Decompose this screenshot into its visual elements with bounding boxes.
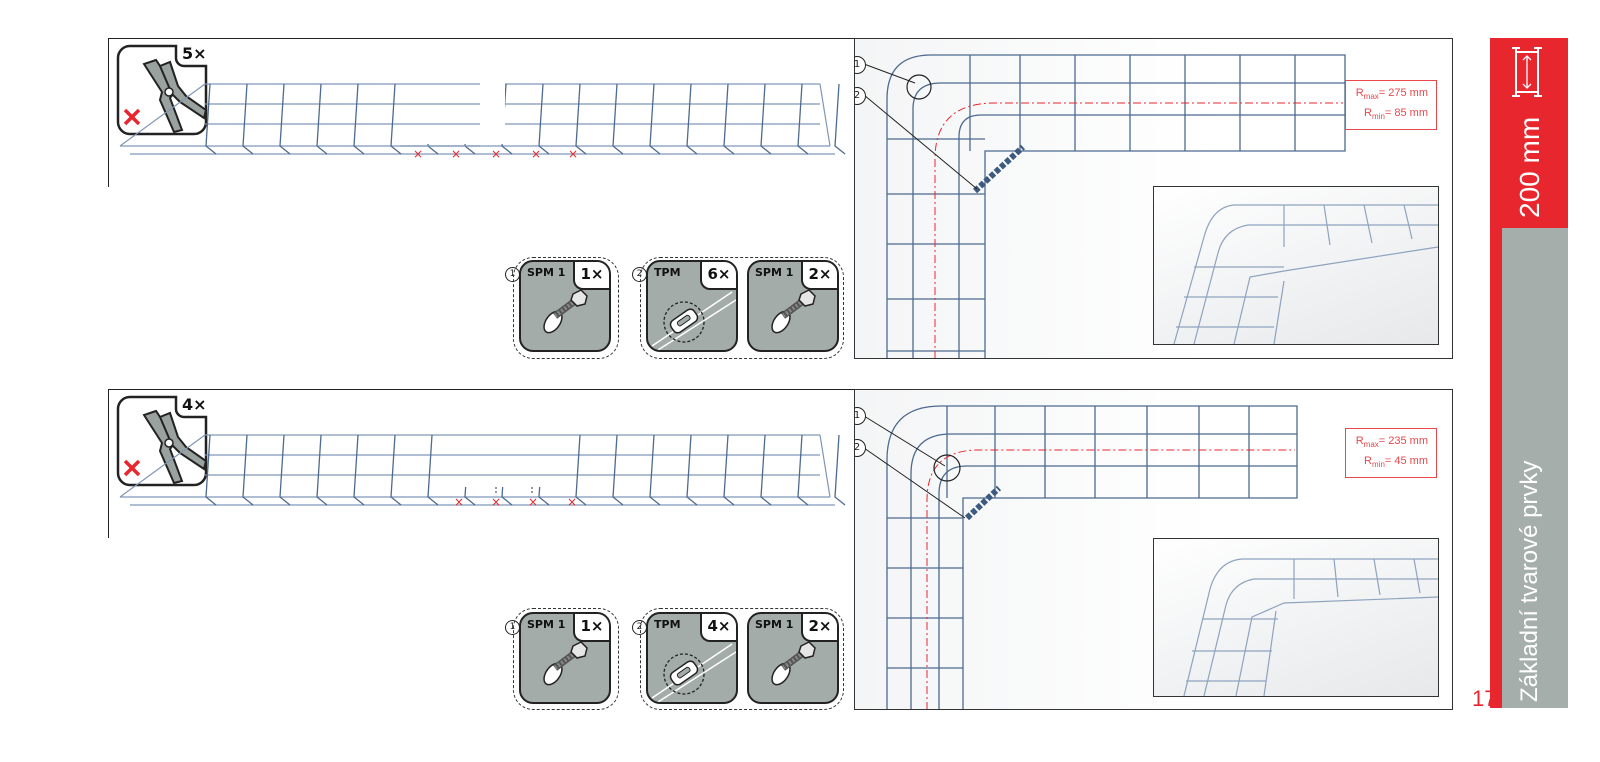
tray-rib bbox=[427, 434, 439, 506]
tray-rib bbox=[686, 434, 698, 506]
section-title: Základní tvarové prvky bbox=[1516, 460, 1543, 702]
tray-rib bbox=[649, 83, 661, 155]
tray-rib bbox=[205, 434, 217, 506]
tray-rib bbox=[686, 83, 698, 155]
tray-rib bbox=[834, 83, 846, 155]
part-name: TPM bbox=[654, 618, 681, 631]
tray-rib bbox=[797, 83, 809, 155]
part-name: SPM 1 bbox=[755, 266, 794, 279]
tray-rib bbox=[723, 434, 735, 506]
part-tpm: TPM 6× bbox=[646, 260, 738, 352]
bend-assembly-drawing bbox=[863, 405, 1298, 709]
tray-rib bbox=[538, 83, 550, 155]
tray-rib bbox=[205, 83, 217, 155]
part-qty: 2× bbox=[801, 614, 837, 642]
tray-rib bbox=[575, 83, 587, 155]
part-spm1: SPM 1 1× bbox=[519, 260, 611, 352]
part-qty: 6× bbox=[700, 262, 736, 290]
cut-tool-badge bbox=[116, 395, 208, 487]
svg-text:×: × bbox=[413, 147, 423, 161]
bolt-nut-icon bbox=[543, 289, 588, 334]
cut-tool-badge bbox=[116, 44, 208, 136]
part-name: TPM bbox=[654, 266, 681, 279]
part-group-2 bbox=[640, 608, 844, 710]
part-spm1: SPM 1 1× bbox=[519, 612, 611, 704]
cut-count: 4× bbox=[182, 395, 207, 414]
radius-spec: Rmax= 235 mm Rmin= 45 mm bbox=[1345, 428, 1437, 479]
svg-text:×: × bbox=[528, 495, 538, 509]
connector-plate-icon bbox=[651, 643, 736, 702]
tray-rib bbox=[649, 434, 661, 506]
part-qty: 1× bbox=[573, 614, 609, 642]
tray-rib bbox=[797, 434, 809, 506]
bend-view-panel: 1 2 Rmax= 275 mm Rmin= 85 mm bbox=[854, 38, 1453, 359]
perspective-inset bbox=[1153, 186, 1439, 345]
section-2-frame bbox=[108, 389, 854, 538]
tray-rib bbox=[834, 434, 846, 506]
part-qty: 2× bbox=[801, 262, 837, 290]
wire-tray-cut-plan: × × × × bbox=[119, 429, 846, 509]
bolt-nut-icon bbox=[771, 289, 816, 334]
size-label: 200 mm bbox=[1514, 116, 1545, 218]
bolt-nut-icon bbox=[543, 641, 588, 686]
rmax-value: = 275 mm bbox=[1378, 87, 1428, 99]
part-name: SPM 1 bbox=[527, 618, 566, 631]
part-spm1: SPM 1 2× bbox=[747, 612, 839, 704]
accent-strip bbox=[1490, 228, 1502, 708]
bolt-cutter-icon bbox=[116, 44, 208, 136]
tray-rib bbox=[353, 434, 365, 506]
svg-text:×: × bbox=[531, 147, 541, 161]
part-group-1 bbox=[513, 257, 619, 359]
tray-rib bbox=[723, 83, 735, 155]
section-tab: Základní tvarové prvky bbox=[1502, 228, 1568, 708]
svg-text:×: × bbox=[567, 495, 577, 509]
part-tpm: TPM 4× bbox=[646, 612, 738, 704]
wire-tray-cut-plan: × × × × × bbox=[119, 80, 846, 161]
tray-perspective-drawing bbox=[1173, 204, 1438, 344]
tray-rib bbox=[316, 434, 328, 506]
part-name: SPM 1 bbox=[755, 618, 794, 631]
part-qty: 1× bbox=[573, 262, 609, 290]
tray-rib bbox=[279, 434, 291, 506]
radius-spec: Rmax= 275 mm Rmin= 85 mm bbox=[1345, 80, 1437, 131]
part-qty: 4× bbox=[700, 614, 736, 642]
bolt-nut-icon bbox=[771, 641, 816, 686]
tray-rib bbox=[760, 434, 772, 506]
svg-text:×: × bbox=[568, 147, 578, 161]
svg-text:×: × bbox=[491, 147, 501, 161]
svg-text:×: × bbox=[491, 495, 501, 509]
part-spm1: SPM 1 2× bbox=[747, 260, 839, 352]
cut-count: 5× bbox=[182, 44, 207, 63]
page-number: 17 bbox=[1472, 686, 1497, 711]
tray-rib bbox=[390, 83, 402, 155]
tray-rib bbox=[760, 83, 772, 155]
tray-rib bbox=[353, 83, 365, 155]
rmin-value: = 45 mm bbox=[1384, 455, 1428, 468]
tray-rib bbox=[612, 83, 624, 155]
part-name: SPM 1 bbox=[527, 266, 566, 279]
bend-view-panel: 1 2 Rmax= 235 mm Rmin= 45 mm bbox=[854, 389, 1453, 710]
rmin-value: = 85 mm bbox=[1384, 107, 1428, 120]
tray-rib bbox=[242, 434, 254, 506]
tray-perspective-drawing bbox=[1183, 558, 1438, 696]
tray-rib bbox=[612, 434, 624, 506]
part-group-1 bbox=[513, 608, 619, 710]
svg-text:×: × bbox=[451, 147, 461, 161]
tray-rib bbox=[390, 434, 402, 506]
connector-plate-icon bbox=[651, 291, 736, 350]
part-group-2 bbox=[640, 257, 844, 359]
svg-text:×: × bbox=[454, 495, 464, 509]
tray-rib bbox=[575, 434, 587, 506]
section-1-frame bbox=[108, 38, 854, 187]
size-tab: 200 mm bbox=[1490, 38, 1568, 228]
perspective-inset bbox=[1153, 538, 1439, 697]
tray-rib bbox=[316, 83, 328, 155]
tray-rib bbox=[242, 83, 254, 155]
tray-profile-icon bbox=[1512, 47, 1542, 97]
bolt-cutter-icon bbox=[116, 395, 208, 487]
tray-rib bbox=[279, 83, 291, 155]
rmax-value: = 235 mm bbox=[1378, 435, 1428, 447]
